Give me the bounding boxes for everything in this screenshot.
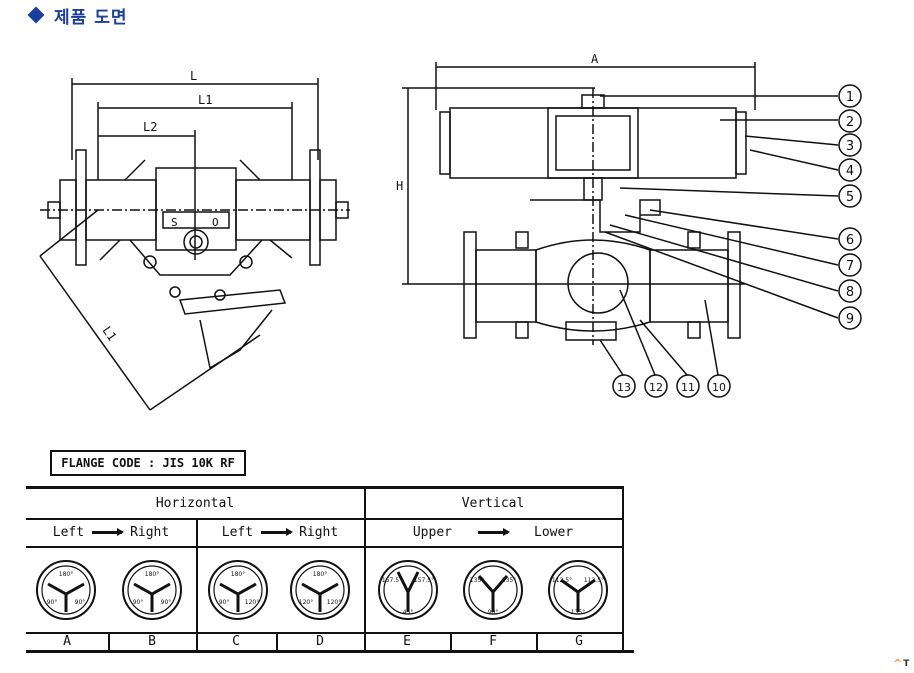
svg-text:180°: 180°	[145, 571, 159, 578]
port-diagram-d: 180° 120° 120°	[290, 560, 350, 620]
svg-text:180°: 180°	[231, 571, 245, 578]
svg-text:180°: 180°	[59, 571, 73, 578]
caret-up-icon: ^	[893, 657, 903, 670]
svg-text:8: 8	[846, 285, 854, 300]
port-diagram-f: 135° 135° 90°	[463, 560, 523, 620]
group-vertical: Vertical	[461, 495, 525, 511]
callout-1: 1	[838, 84, 862, 108]
svg-text:90°: 90°	[133, 599, 144, 606]
port-diagram-g: 112.5° 112.5° 135°	[548, 560, 608, 620]
svg-text:1: 1	[846, 90, 854, 105]
svg-text:112.5°: 112.5°	[552, 577, 572, 584]
dim-label-l2: L2	[143, 120, 157, 134]
left-dimensions	[71, 78, 319, 260]
port-diagrams: 180° 90° 90° 180° 90° 90° 180° 90° 120°	[36, 560, 608, 620]
port-diagram-e: 157.5° 157.5° 45°	[378, 560, 438, 620]
arrow-icon	[478, 527, 510, 536]
back-to-top-link[interactable]: ^ T	[893, 657, 910, 670]
callout-5: 5	[838, 184, 862, 208]
dim-label-l1-slant: L1	[100, 324, 120, 344]
callout-9: 9	[838, 306, 862, 330]
code-cell-a: A	[63, 634, 71, 649]
svg-text:90°: 90°	[219, 599, 230, 606]
svg-text:120°: 120°	[327, 599, 341, 606]
flange-code-box: FLANGE CODE : JIS 10K RF	[50, 450, 246, 476]
callout-8: 8	[838, 279, 862, 303]
arrow-icon	[261, 527, 294, 536]
svg-text:135°: 135°	[571, 609, 585, 616]
code-cell-f: F	[489, 634, 497, 649]
callout-11: 11	[676, 374, 700, 398]
svg-text:3: 3	[846, 139, 854, 154]
svg-text:180°: 180°	[313, 571, 327, 578]
svg-text:120°: 120°	[245, 599, 259, 606]
svg-text:9: 9	[846, 312, 854, 327]
code-cell-d: D	[316, 634, 324, 649]
group-horizontal: Horizontal	[155, 495, 235, 511]
callout-7: 7	[838, 253, 862, 277]
svg-text:2: 2	[846, 115, 854, 130]
left-slant-dimension	[39, 209, 261, 411]
left-view-body	[40, 149, 350, 370]
callout-3: 3	[838, 133, 862, 157]
dim-label-h: H	[396, 179, 403, 193]
code-cell-b: B	[148, 634, 156, 649]
svg-text:12: 12	[649, 381, 663, 394]
svg-text:7: 7	[846, 259, 854, 274]
callout-leaders	[599, 95, 839, 376]
svg-text:5: 5	[846, 190, 854, 205]
callout-12: 12	[644, 374, 668, 398]
svg-text:10: 10	[712, 381, 726, 394]
actuator	[439, 88, 747, 345]
port-diagram-c: 180° 90° 120°	[208, 560, 268, 620]
svg-text:11: 11	[681, 381, 695, 394]
svg-text:90°: 90°	[488, 609, 499, 616]
arrow-icon	[92, 527, 125, 536]
svg-text:157.5°: 157.5°	[414, 577, 434, 584]
valve-body	[463, 199, 741, 341]
svg-text:6: 6	[846, 233, 854, 248]
svg-text:157.5°: 157.5°	[382, 577, 402, 584]
svg-text:135°: 135°	[502, 577, 516, 584]
callout-2: 2	[838, 109, 862, 133]
svg-text:120°: 120°	[299, 599, 313, 606]
callout-4: 4	[838, 158, 862, 182]
code-cell-c: C	[232, 634, 240, 649]
svg-text:13: 13	[617, 381, 631, 394]
section-title: 제품 도면	[54, 7, 128, 28]
port-diagram-a: 180° 90° 90°	[36, 560, 96, 620]
dim-label-l: L	[190, 69, 197, 83]
port-label-o: O	[212, 216, 219, 229]
right-dimensions	[402, 62, 756, 285]
svg-text:112.5°: 112.5°	[584, 577, 604, 584]
section-header: 제품 도면	[26, 3, 128, 28]
svg-text:90°: 90°	[47, 599, 58, 606]
svg-text:4: 4	[846, 164, 854, 179]
code-cell-e: E	[403, 634, 411, 649]
code-cell-g: G	[575, 634, 583, 649]
dim-label-l1: L1	[198, 93, 212, 107]
callout-6: 6	[838, 227, 862, 251]
port-diagram-b: 180° 90° 90°	[122, 560, 182, 620]
svg-text:90°: 90°	[75, 599, 86, 606]
callout-13: 13	[612, 374, 636, 398]
svg-text:45°: 45°	[403, 609, 414, 616]
callout-10: 10	[707, 374, 731, 398]
dim-label-a: A	[591, 52, 599, 66]
svg-text:90°: 90°	[161, 599, 172, 606]
svg-text:135°: 135°	[470, 577, 484, 584]
port-label-s: S	[171, 216, 178, 229]
